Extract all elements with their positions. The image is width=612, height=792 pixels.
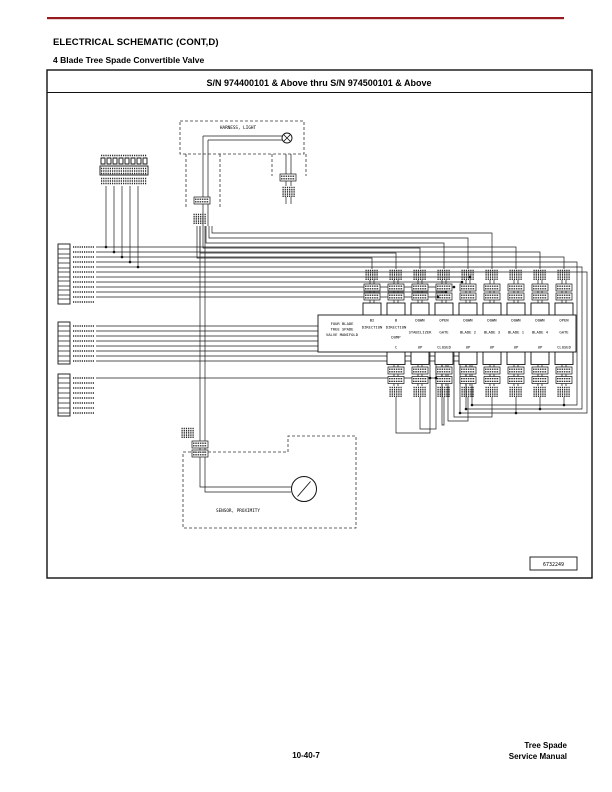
col8-bottom: UP [538,345,543,350]
col4-bottom: CLOSED [437,345,451,350]
junction-dots [104,245,566,415]
col9-top: OPEN [559,318,569,323]
col6-name: BLADE 3 [484,330,500,335]
sensor-connector-1 [191,440,209,449]
col4-top: OPEN [439,318,449,323]
col5-bottom: UP [466,345,471,350]
harness-connector [193,196,211,205]
part-number: 6732249 [543,562,564,568]
schematic-title: S/N 974400101 & Above thru S/N 974500101… [207,78,432,88]
col1-name: DIRECTION [362,325,383,330]
solenoid-top-7 [507,271,525,316]
col4-name: GATE [439,330,449,335]
light-bulb-icon [281,132,293,144]
solenoid-bottom-7 [531,352,549,396]
sensor-connector-2 [191,449,209,458]
page-title: ELECTRICAL SCHEMATIC (CONT,D) [53,37,219,48]
section-subtitle: 4 Blade Tree Spade Convertible Valve [53,55,205,65]
valve-manifold-box [317,314,577,353]
col5-name: BLADE 2 [460,330,476,335]
col2-top: B [395,318,398,323]
top-left-connector [99,154,149,185]
solenoid-bottom-1 [387,352,405,396]
manifold-line-1: FOUR BLADE [331,321,355,326]
solenoid-bottom-6 [507,352,525,396]
col6-bottom: UP [490,345,495,350]
part-number-box [529,556,578,571]
valve-manifold-labels: FOUR BLADE TREE SPADE VALVE MANIFOLD B2 … [326,318,572,350]
footer-right-line1: Tree Spade [524,741,567,750]
solenoid-bottom-4 [459,352,477,396]
col7-top: DOWN [511,318,521,323]
proximity-sensor-icon [291,476,317,502]
col9-bottom: CLOSED [557,345,571,350]
schematic-frame [46,69,593,579]
sensor-wires [199,226,291,493]
left-connector-3 [57,373,94,417]
solenoid-top-9 [555,271,573,316]
col3-name: STABILIZER [409,330,433,335]
footer-right-line2: Service Manual [508,751,567,761]
harness-connector-label [192,213,208,225]
group1-wires [96,246,588,414]
col5-top: DOWN [463,318,473,323]
harness-light-label: HARNESS, LIGHT [220,125,257,131]
manifold-line-3: VALVE MANIFOLD [326,332,359,337]
harness-fan-wires [196,226,493,269]
col9-name: GATE [559,330,569,335]
solenoid-bottom-5 [483,352,501,396]
col8-top: DOWN [535,318,545,323]
col2-name: DIRECTION [386,325,407,330]
solenoid-bottom-2 [411,352,429,396]
left-connector-2 [57,321,94,365]
col3-bottom: UP [418,345,423,350]
pigtail-connector [279,173,297,182]
solenoid-top-8 [531,271,549,316]
col7-bottom: UP [514,345,519,350]
col3-top: DOWN [415,318,425,323]
col2-mid: DUMP [391,335,401,340]
col1-top: B2 [370,318,375,323]
col8-name: BLADE 4 [532,330,549,335]
harness-light-box [179,120,305,155]
left-connector-1 [57,243,94,305]
manifold-line-2: TREE SPADE [331,327,355,332]
pigtail-label [281,186,297,198]
solenoid-bottom-8 [555,352,573,396]
accent-rule [47,17,564,20]
col6-top: DOWN [487,318,497,323]
col2-bottom: C [395,345,397,350]
solenoid-top-6 [483,271,501,316]
sensor-connector-label [180,427,196,439]
footer-page-number: 10-40-7 [292,751,320,760]
solenoid-bottom-3 [435,352,453,396]
sensor-box [182,435,357,529]
sensor-label: SENSOR, PROXIMITY [216,508,260,514]
footer-manual-name: Tree Spade Service Manual [509,741,567,762]
col7-name: BLADE 1 [508,330,525,335]
